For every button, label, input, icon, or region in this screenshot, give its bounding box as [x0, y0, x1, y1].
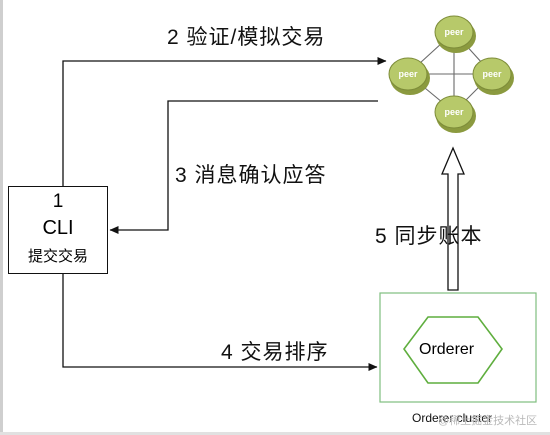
- peer-label: peer: [398, 69, 418, 79]
- peer-label: peer: [444, 107, 464, 117]
- peer-node-left: peer: [388, 57, 430, 95]
- orderer-hexagon: [403, 316, 503, 384]
- peer-label: peer: [444, 27, 464, 37]
- cli-subtitle: 提交交易: [27, 248, 88, 265]
- step-2-label: 2 验证/模拟交易: [167, 26, 326, 49]
- orderer-label: Orderer: [419, 341, 475, 358]
- arrow-acknowledge: [109, 100, 378, 234]
- bottom-border: [0, 432, 550, 435]
- cli-name: CLI: [42, 217, 74, 239]
- orderer-cluster-box: [379, 292, 537, 403]
- arrow-validate: [62, 57, 387, 186]
- step-4-label: 4 交易排序: [221, 341, 329, 364]
- cli-number: 1: [52, 191, 64, 212]
- step-5-label: 5 同步账本: [375, 225, 483, 248]
- peer-label: peer: [482, 69, 502, 79]
- arrow-ordering: [62, 274, 378, 371]
- peer-node-right: peer: [472, 57, 514, 95]
- step-3-label: 3 消息确认应答: [175, 164, 327, 187]
- peer-node-top: peer: [434, 15, 476, 53]
- watermark: @稀土掘金技术社区: [438, 415, 538, 427]
- left-border: [0, 0, 3, 435]
- peer-node-bottom: peer: [434, 95, 476, 133]
- cli-box: 1 CLI 提交交易: [8, 186, 108, 274]
- arrow-sync-ledger: [441, 146, 465, 291]
- orderer-cluster-label: Orderer cluster: [412, 411, 493, 425]
